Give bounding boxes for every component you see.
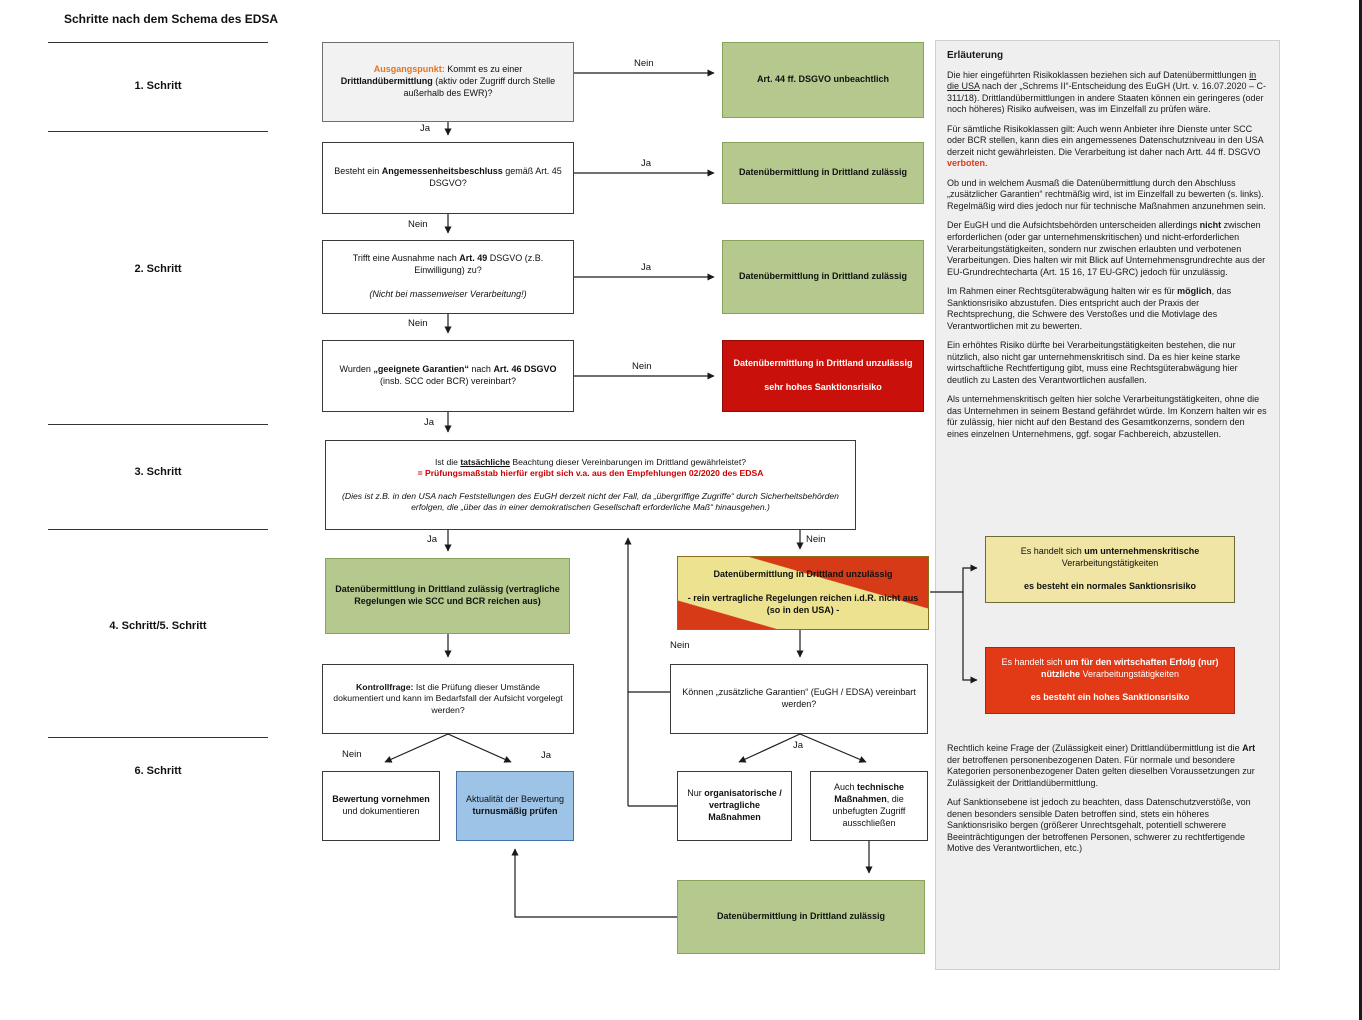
box-zulaessig-technisch: Datenübermittlung in Drittland zulässig (677, 880, 925, 954)
explanation-paragraph: Auf Sanktionsebene ist jedoch zu beachte… (947, 797, 1251, 854)
step-divider-line (48, 529, 268, 530)
box-kontrollfrage: Kontrollfrage: Ist die Prüfung dieser Um… (322, 664, 574, 734)
step-divider-line (48, 131, 268, 132)
box-angemessenheitsbeschluss: Besteht ein Angemessenheitsbeschluss gem… (322, 142, 574, 214)
box-zulaessig-vertraglich: Datenübermittlung in Drittland zulässig … (325, 558, 570, 634)
box-technische-massnahmen: Auch technische Maßnahmen, die unbefugte… (810, 771, 928, 841)
step-label-1: 1. Schritt (134, 80, 182, 92)
box-risiko-hoch: Es handelt sich um für den wirtschaften … (985, 647, 1235, 714)
step-divider-line (48, 424, 268, 425)
box-art44-unbeachtlich: Art. 44 ff. DSGVO unbeachtlich (722, 42, 924, 118)
step-label-4-5: 4. Schritt/5. Schritt (109, 620, 207, 632)
explanation-paragraph: Rechtlich keine Frage der (Zulässigkeit … (947, 743, 1256, 788)
edge-label-ja: Ja (420, 123, 431, 134)
box-geeignete-garantien: Wurden „geeignete Garantien“ nach Art. 4… (322, 340, 574, 412)
page-title: Schritte nach dem Schema des EDSA (64, 12, 279, 26)
arrow (447, 733, 512, 763)
explanation-paragraph: Für sämtliche Risikoklassen gilt: Auch w… (947, 123, 1264, 169)
box-bewertung-vornehmen: Bewertung vornehmen und dokumentieren (322, 771, 440, 841)
arrow (738, 733, 801, 763)
arrow (384, 733, 449, 763)
explanation-paragraph: Die hier eingeführten Risikoklassen bezi… (947, 69, 1266, 115)
edge-label-nein: Nein (670, 640, 690, 651)
edge-label-ja: Ja (641, 262, 652, 273)
box-zusaetzliche-garantien: Können „zusätzliche Garantien“ (EuGH / E… (670, 664, 928, 734)
explanation-panel: Erläuterung Die hier eingeführten Risiko… (935, 40, 1280, 970)
edge-label-nein: Nein (632, 361, 652, 372)
box-ausgangspunkt: Ausgangspunkt: Kommt es zu einer Drittla… (322, 42, 574, 122)
box-tatsaechliche-beachtung: Ist die tatsächliche Beachtung dieser Ve… (325, 440, 856, 530)
step-label-3: 3. Schritt (134, 466, 182, 478)
box-unzulaessig-vertraglich-split: Datenübermittlung in Drittland unzulässi… (677, 556, 929, 630)
step-label-2: 2. Schritt (134, 263, 182, 275)
box-zulaessig-ausnahme: Datenübermittlung in Drittland zulässig (722, 240, 924, 314)
edge-label-nein: Nein (806, 534, 826, 545)
box-ausnahme-art49: Trifft eine Ausnahme nach Art. 49 DSGVO … (322, 240, 574, 314)
box-risiko-normal: Es handelt sich um unternehmenskritische… (985, 536, 1235, 603)
step-label-6: 6. Schritt (134, 765, 182, 777)
box-aktualitaet-pruefen: Aktualität der Bewertung turnusmäßig prü… (456, 771, 574, 841)
edge-label-nein: Nein (634, 58, 654, 69)
explanation-paragraph: Im Rahmen einer Rechtsgüterabwägung halt… (947, 286, 1232, 331)
edge-label-ja: Ja (641, 158, 652, 169)
explanation-paragraph: Als unternehmenskritisch gelten hier sol… (947, 394, 1267, 439)
step-divider-line (48, 42, 268, 43)
arrow (511, 848, 677, 918)
edge-label-ja: Ja (541, 750, 552, 761)
step-divider-line (48, 737, 268, 738)
explanation-paragraph: Der EuGH und die Aufsichtsbehörden unter… (947, 220, 1266, 277)
edge-label-nein: Nein (408, 219, 428, 230)
explanation-title: Erläuterung (947, 50, 1004, 61)
edge-label-ja: Ja (424, 417, 435, 428)
right-border-line (1359, 0, 1362, 1020)
box-zulaessig-angemessenheit: Datenübermittlung in Drittland zulässig (722, 142, 924, 204)
box-unzulaessig-sanktionsrisiko: Datenübermittlung in Drittland unzulässi… (722, 340, 924, 412)
explanation-paragraph: Ob und in welchem Ausmaß die Datenübermi… (947, 177, 1266, 211)
box-organisatorische-massnahmen: Nur organisatorische / vertragliche Maßn… (677, 771, 792, 841)
edge-label-ja: Ja (793, 740, 804, 751)
edge-label-ja: Ja (427, 534, 438, 545)
edge-label-nein: Nein (342, 749, 362, 760)
edge-label-nein: Nein (408, 318, 428, 329)
explanation-paragraph: Ein erhöhtes Risiko dürfte bei Verarbeit… (947, 340, 1241, 385)
explanation-bottom-block: Rechtlich keine Frage der (Zulässigkeit … (947, 743, 1268, 863)
arrow (799, 733, 867, 763)
